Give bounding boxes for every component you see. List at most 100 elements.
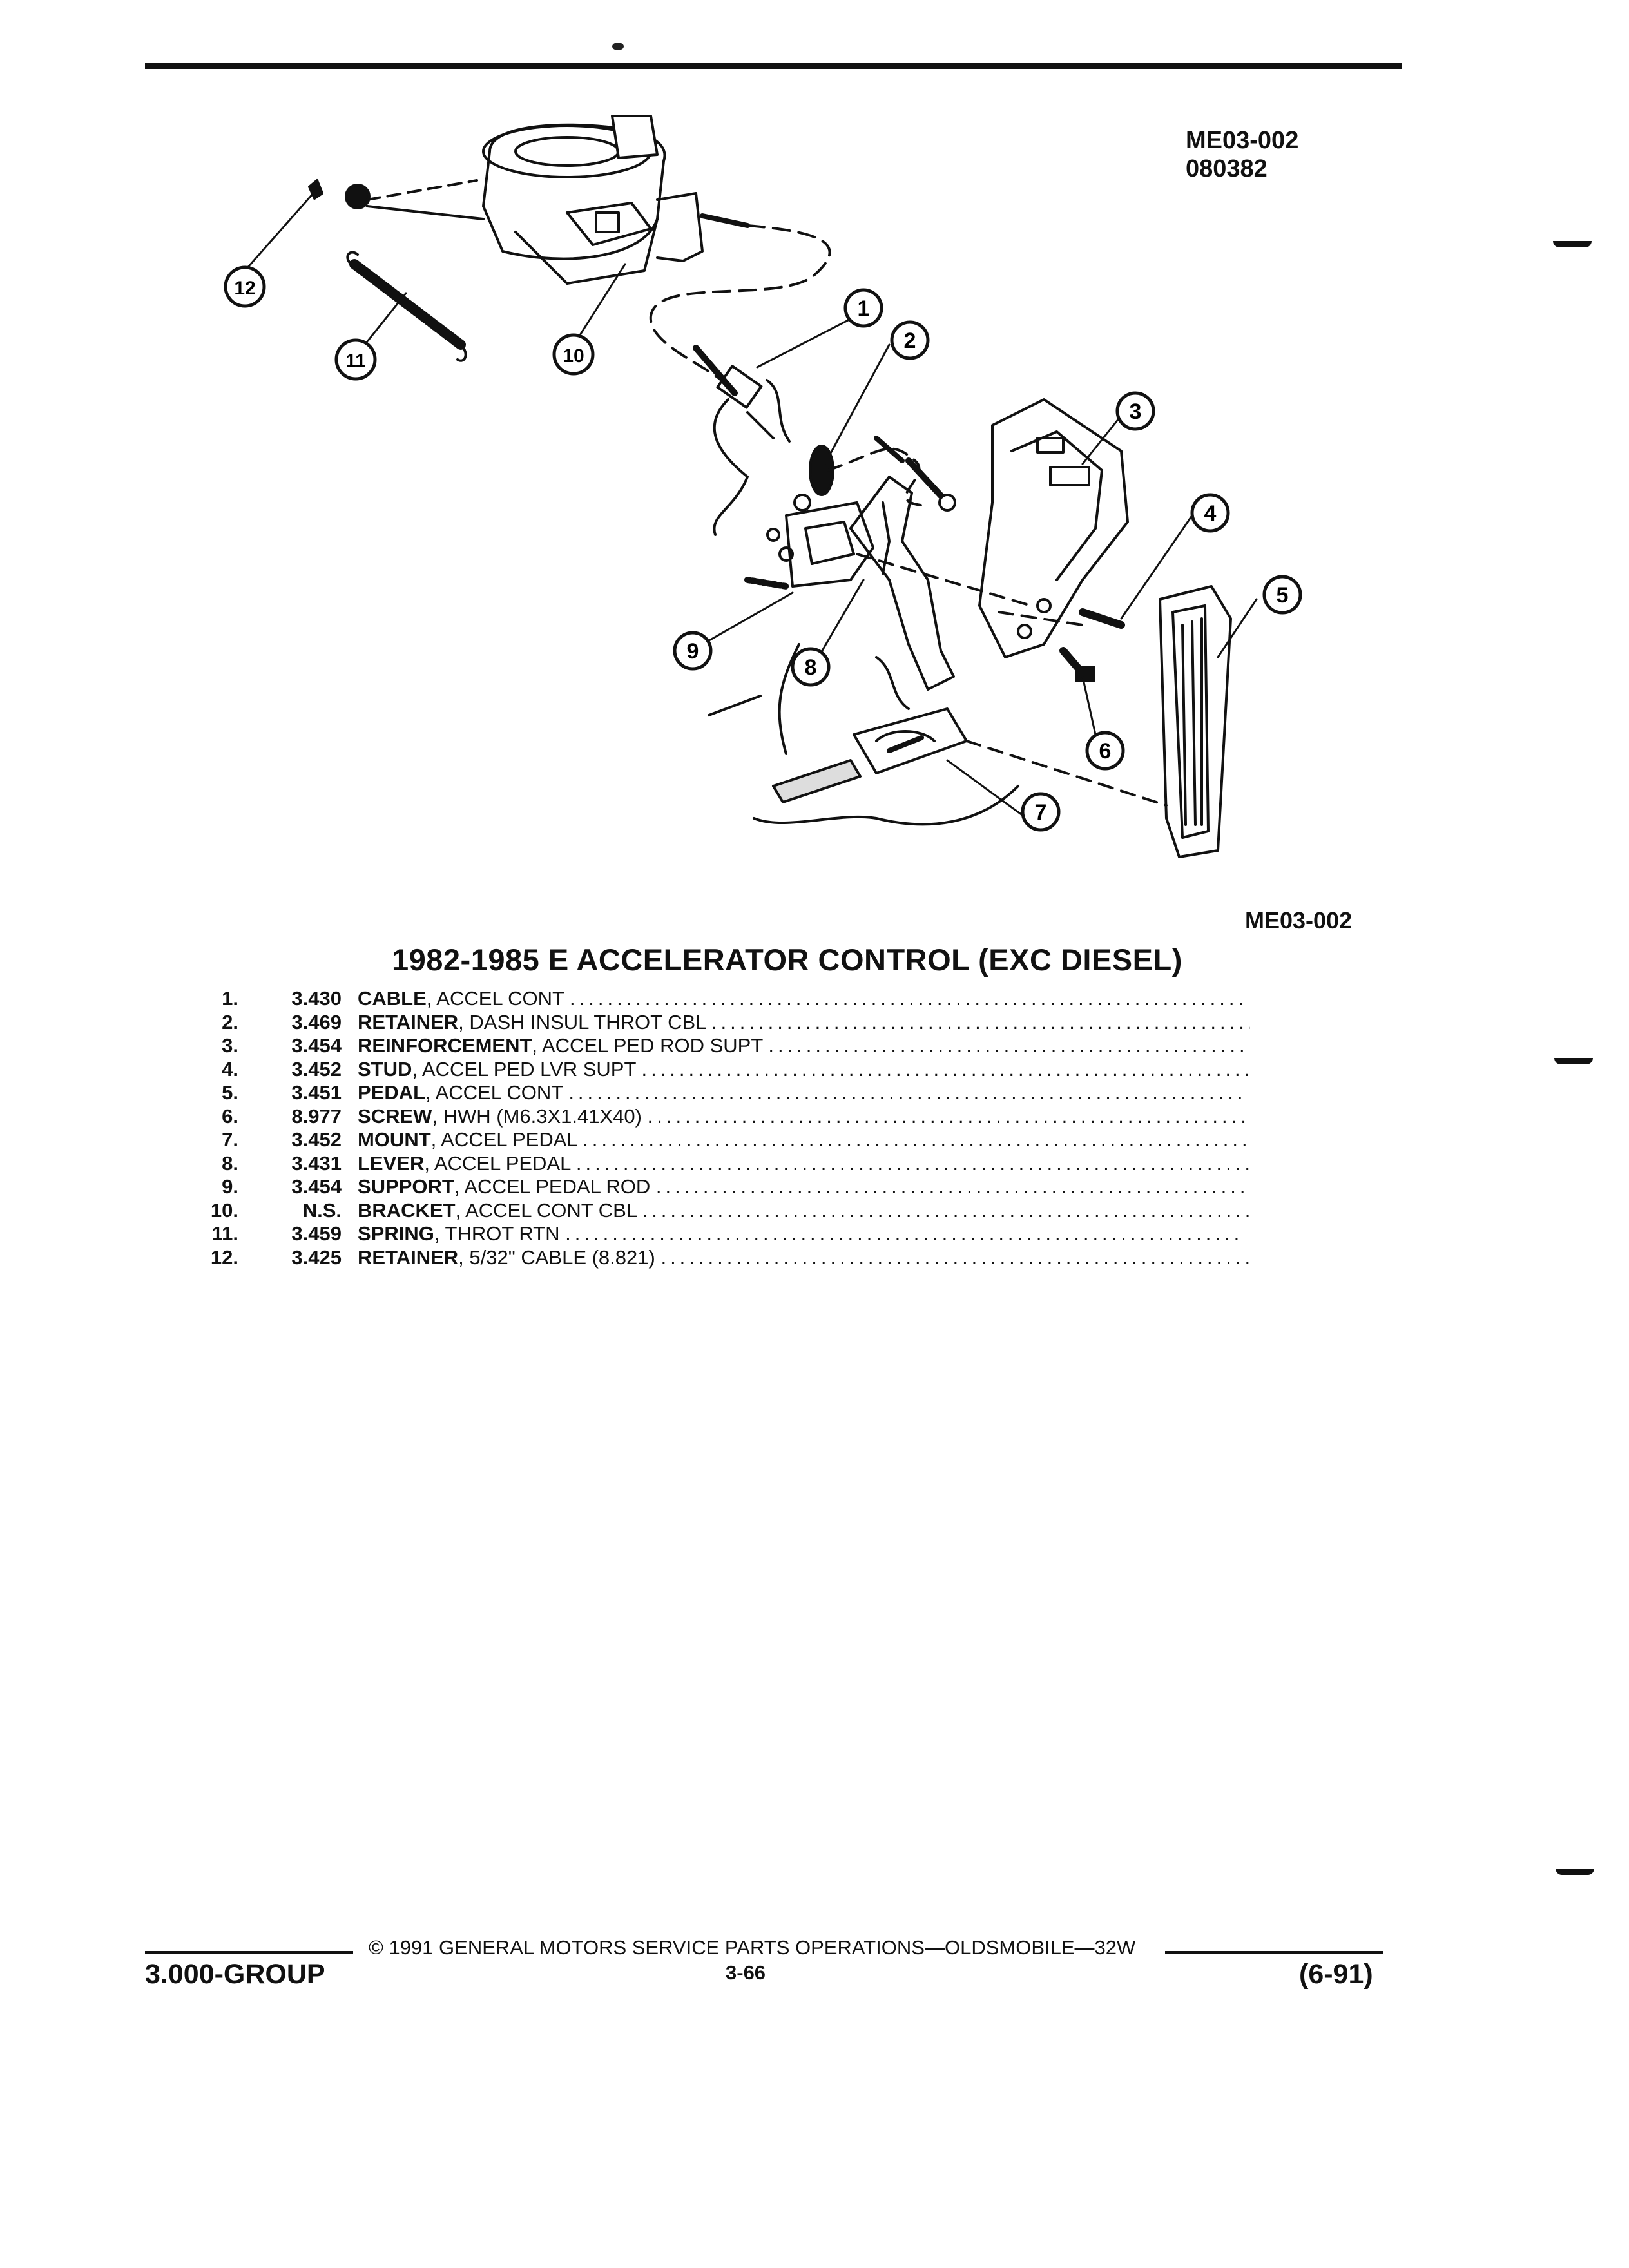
svg-text:5: 5 [1277, 583, 1289, 608]
part-name: SCREW [358, 1104, 432, 1128]
throttle-body-drawing [482, 115, 704, 285]
part-description: REINFORCEMENT, ACCEL PED ROD SUPT ......… [358, 1034, 1250, 1057]
part-name: SUPPORT [358, 1175, 454, 1198]
part-number: 12. [210, 1245, 238, 1269]
callout-1: 1 [843, 288, 883, 328]
callout-leaders [244, 186, 1258, 823]
copyright-notice: © 1991 GENERAL MOTORS SERVICE PARTS OPER… [369, 1936, 1136, 1959]
pedal-lever-drawing [849, 436, 956, 691]
part-description: SPRING, THROT RTN ......................… [358, 1222, 1244, 1245]
part-detail: , ACCEL PEDAL ROD [454, 1175, 651, 1198]
part-group-code: 3.469 [291, 1010, 342, 1033]
part-row: 12. 3.425 RETAINER, 5/32" CABLE (8.821) … [193, 1246, 1250, 1270]
part-description: SCREW, HWH (M6.3X1.41X40) ..............… [358, 1104, 1250, 1128]
part-row: 6. 8.977 SCREW, HWH (M6.3X1.41X40) .....… [193, 1105, 1250, 1129]
part-group-code: 3.459 [291, 1222, 342, 1245]
part-description: RETAINER, DASH INSUL THROT CBL .........… [358, 1010, 1250, 1033]
footer-rule [1165, 1951, 1383, 1954]
part-description: MOUNT, ACCEL PEDAL .....................… [358, 1128, 1250, 1151]
svg-text:12: 12 [234, 278, 255, 299]
part-detail: , ACCEL CONT CBL [455, 1198, 637, 1222]
return-spring-drawing [346, 251, 467, 362]
part-group-code: N.S. [302, 1198, 342, 1222]
binder-tab-mark [1554, 1058, 1593, 1064]
part-name: PEDAL [358, 1081, 426, 1104]
svg-text:9: 9 [687, 639, 699, 664]
part-description: BRACKET, ACCEL CONT CBL ................… [358, 1198, 1250, 1222]
part-row: 5. 3.451 PEDAL, ACCEL CONT .............… [193, 1081, 1250, 1105]
svg-text:2: 2 [904, 329, 916, 353]
part-number: 7. [222, 1128, 238, 1151]
part-description: SUPPORT, ACCEL PEDAL ROD ...............… [358, 1175, 1250, 1198]
svg-text:8: 8 [805, 655, 817, 680]
part-name: REINFORCEMENT [358, 1034, 532, 1057]
group-label: 3.000-GROUP [145, 1959, 325, 1990]
part-group-code: 3.430 [291, 987, 342, 1010]
callout-9: 9 [673, 631, 713, 671]
cable-retainer-drawing [308, 179, 485, 220]
part-group-code: 3.425 [291, 1245, 342, 1269]
svg-text:6: 6 [1099, 739, 1112, 764]
part-detail: , HWH (M6.3X1.41X40) [432, 1104, 642, 1128]
part-name: SPRING [358, 1222, 434, 1245]
part-row: 4. 3.452 STUD, ACCEL PED LVR SUPT ......… [193, 1058, 1250, 1082]
svg-text:11: 11 [345, 351, 366, 372]
part-detail: , DASH INSUL THROT CBL [458, 1010, 706, 1033]
part-number: 11. [211, 1222, 238, 1245]
part-detail: , ACCEL PED LVR SUPT [412, 1057, 636, 1081]
part-number: 6. [222, 1104, 238, 1128]
binder-tab-mark [1553, 241, 1592, 247]
pedal-mount-drawing [708, 643, 1168, 826]
part-number: 9. [222, 1175, 238, 1198]
pedal-rod-support-drawing [744, 494, 1032, 607]
part-description: CABLE, ACCEL CONT ......................… [358, 987, 1248, 1010]
footer-rule [145, 1951, 353, 1954]
part-row: 11. 3.459 SPRING, THROT RTN ............… [193, 1222, 1250, 1246]
part-group-code: 8.977 [291, 1104, 342, 1128]
callout-2: 2 [890, 320, 930, 360]
part-row: 3. 3.454 REINFORCEMENT, ACCEL PED ROD SU… [193, 1034, 1250, 1058]
revision-date: (6-91) [1299, 1959, 1373, 1990]
part-number: 4. [222, 1057, 238, 1081]
reinforcement-drawing [978, 398, 1129, 658]
scan-speck [612, 43, 624, 50]
exploded-parts-diagram: 1 2 3 4 5 6 7 8 9 10 11 12 [224, 115, 1302, 858]
svg-text:7: 7 [1035, 800, 1047, 825]
stud-screw-drawing [998, 608, 1125, 682]
part-row: 10. N.S. BRACKET, ACCEL CONT CBL .......… [193, 1199, 1250, 1223]
part-name: MOUNT [358, 1128, 431, 1151]
part-detail: , ACCEL PEDAL [430, 1128, 577, 1151]
part-detail: , ACCEL CONT [425, 1081, 563, 1104]
part-name: BRACKET [358, 1198, 456, 1222]
part-description: RETAINER, 5/32" CABLE (8.821) ..........… [358, 1245, 1250, 1269]
page-number: 3-66 [726, 1961, 766, 1984]
callout-5: 5 [1262, 575, 1302, 615]
part-number: 5. [222, 1081, 238, 1104]
part-detail: , ACCEL PED ROD SUPT [532, 1034, 763, 1057]
part-number: 3. [222, 1034, 238, 1057]
part-row: 9. 3.454 SUPPORT, ACCEL PEDAL ROD ......… [193, 1175, 1250, 1199]
figure-code-block: ME03-002 080382 [1186, 126, 1298, 183]
part-detail: , 5/32" CABLE (8.821) [458, 1245, 655, 1269]
part-number: 2. [222, 1010, 238, 1033]
svg-text:10: 10 [563, 345, 584, 367]
part-name: RETAINER [358, 1245, 459, 1269]
part-row: 1. 3.430 CABLE, ACCEL CONT .............… [193, 987, 1250, 1011]
figure-code: ME03-002 [1186, 127, 1299, 154]
part-name: CABLE [358, 987, 427, 1010]
figure-code-bottom: ME03-002 [1245, 907, 1353, 934]
part-name: LEVER [358, 1151, 425, 1175]
callout-12: 12 [224, 265, 266, 308]
parts-list-title: 1982-1985 E ACCELERATOR CONTROL (EXC DIE… [392, 943, 1182, 977]
part-description: PEDAL, ACCEL CONT ......................… [358, 1081, 1247, 1104]
part-detail: , ACCEL CONT [426, 987, 564, 1010]
part-detail: , ACCEL PEDAL [424, 1151, 571, 1175]
part-description: STUD, ACCEL PED LVR SUPT ...............… [358, 1057, 1250, 1081]
figure-date-code: 080382 [1186, 155, 1268, 182]
part-number: 1. [222, 987, 238, 1010]
part-group-code: 3.451 [291, 1081, 342, 1104]
part-name: RETAINER [358, 1010, 459, 1033]
part-name: STUD [358, 1057, 412, 1081]
accel-cable-drawing [649, 213, 831, 439]
binder-tab-mark [1556, 1869, 1594, 1875]
